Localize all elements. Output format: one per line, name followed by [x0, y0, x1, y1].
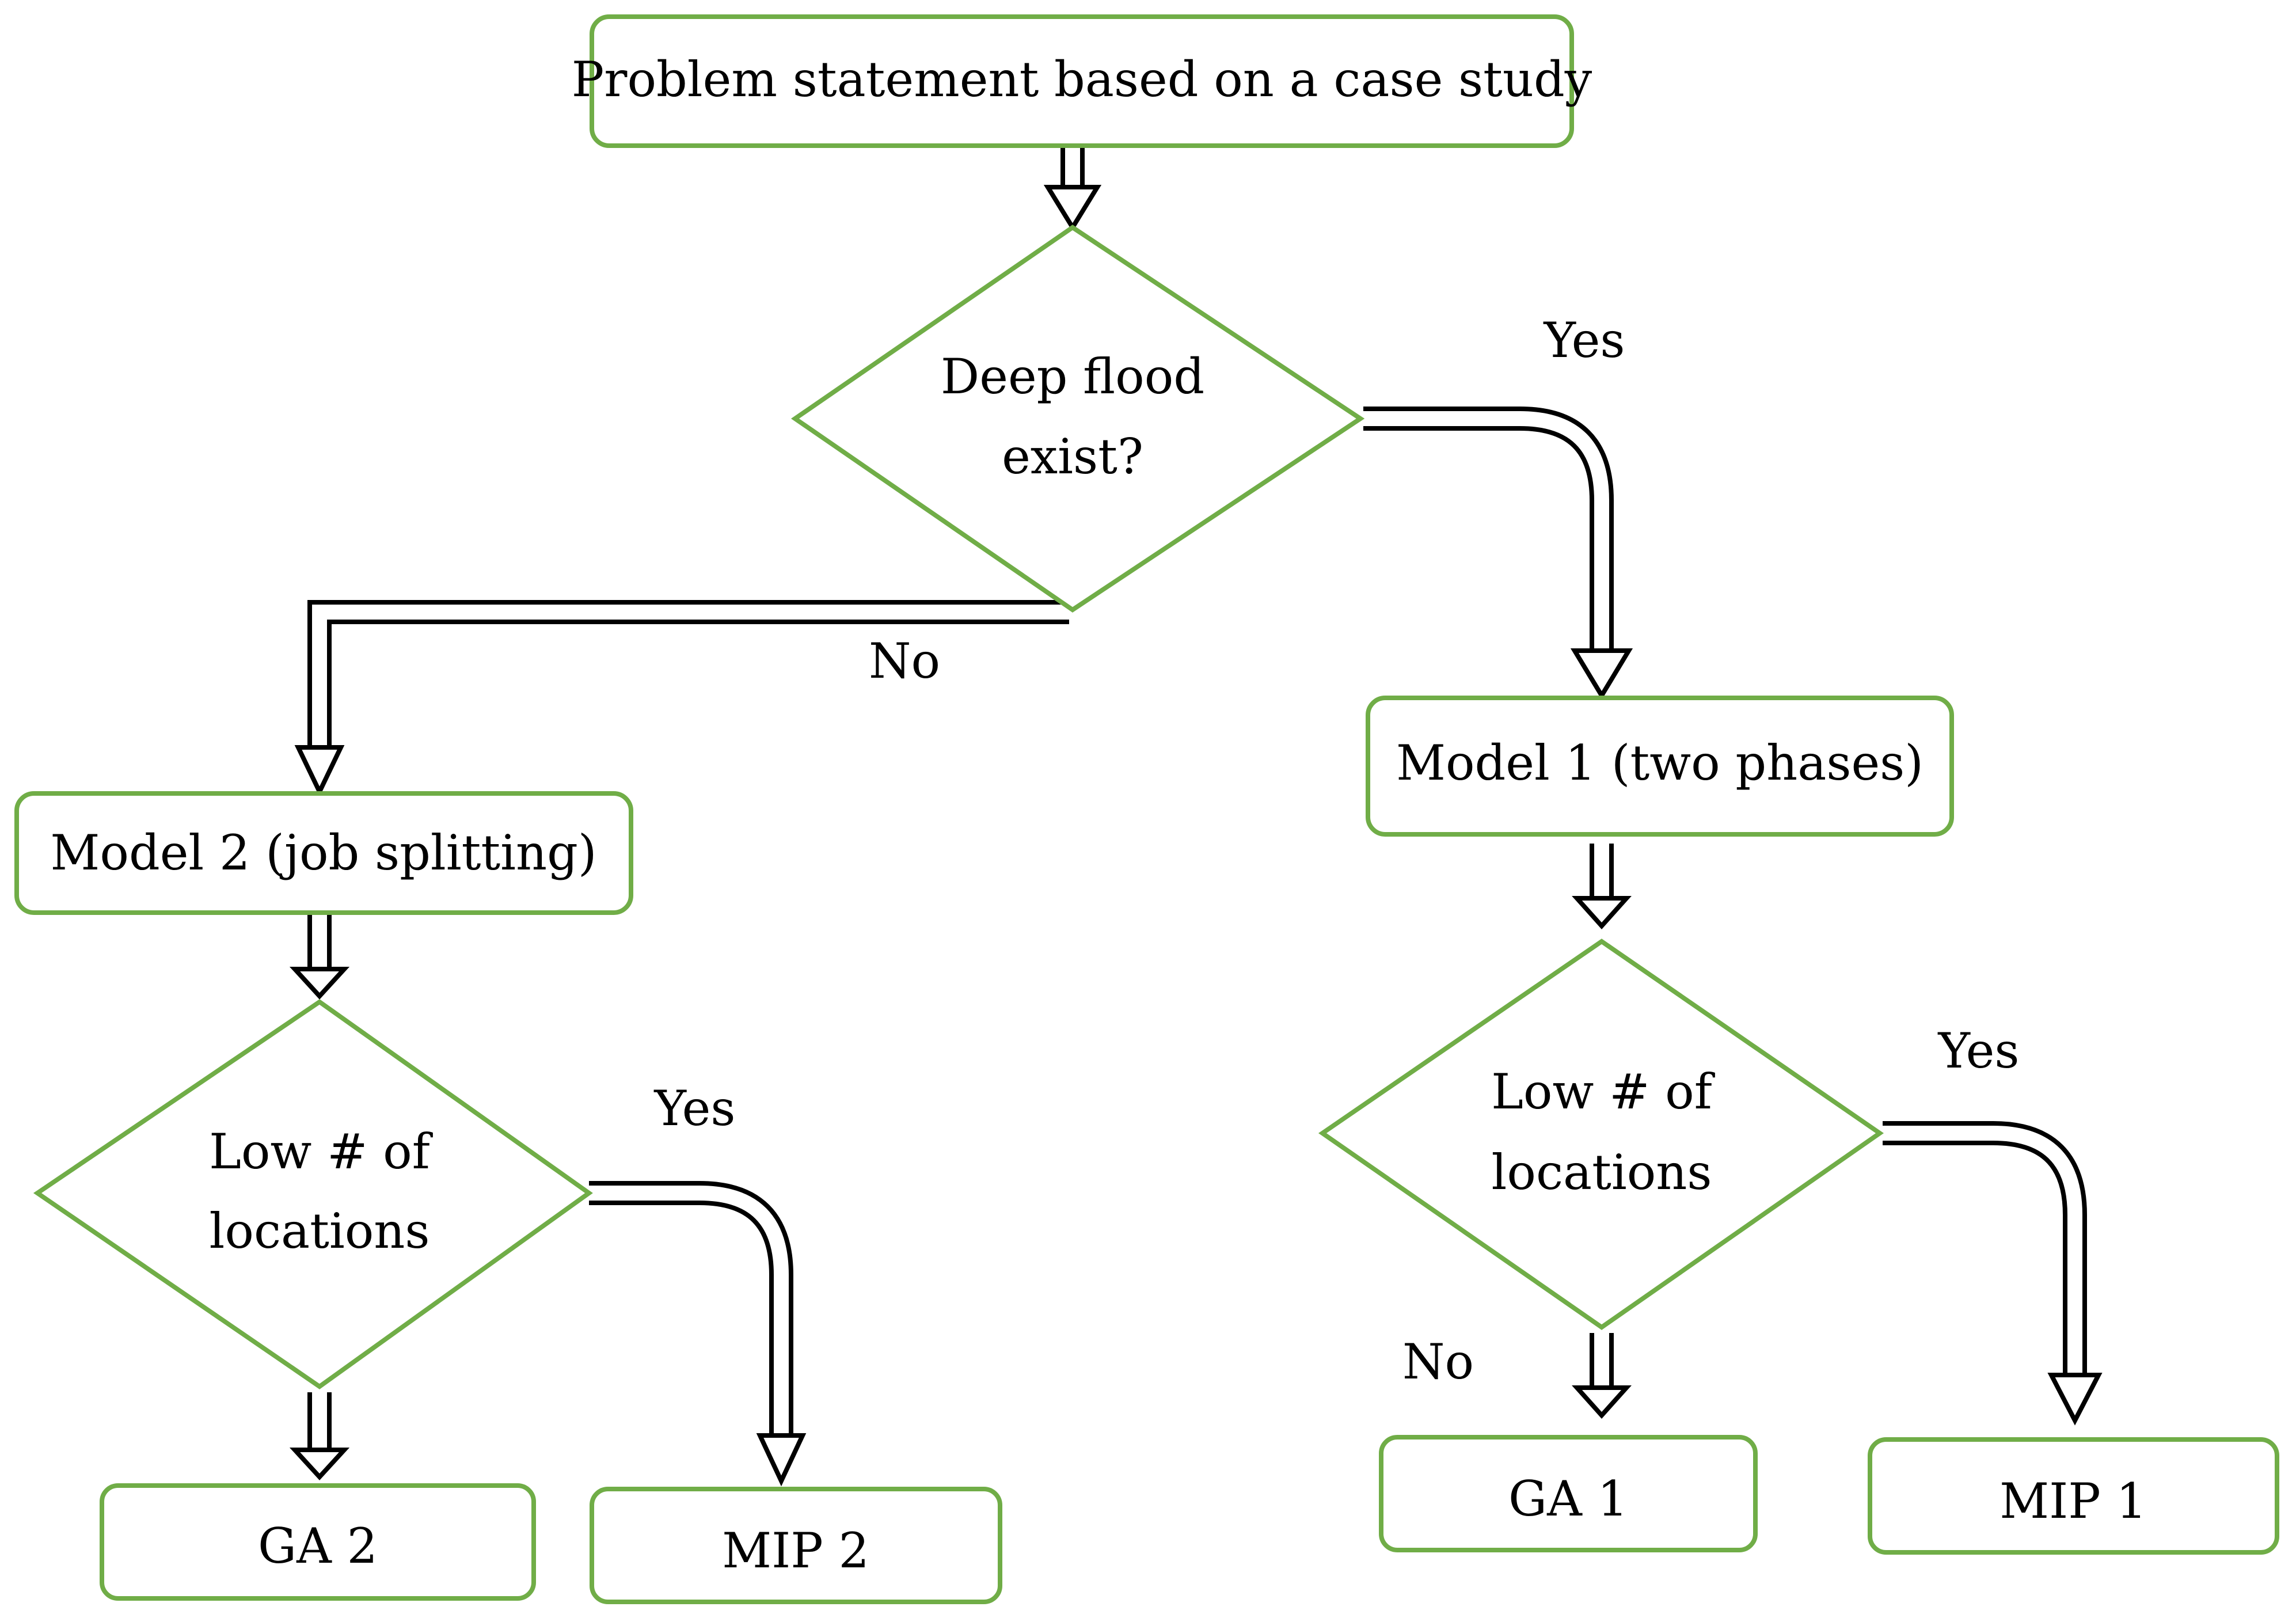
arrow-left-down-to-ga2: [289, 1390, 350, 1480]
ga-1-label: GA 1: [1508, 1471, 1628, 1527]
connectors: [289, 145, 2103, 1487]
node-model-2: Model 2 (job splitting): [14, 791, 633, 915]
node-mip-2: MIP 2: [590, 1487, 1002, 1604]
decision-deep-flood: Deep flood exist?: [790, 225, 1365, 613]
problem-statement-label: Problem statement based on a case study: [572, 51, 1592, 108]
edge-label-deep-flood-no: No: [869, 633, 940, 689]
arrow-right-no-to-ga1: [1572, 1331, 1632, 1419]
edge-label-right-no: No: [1402, 1334, 1474, 1390]
model-1-label: Model 1 (two phases): [1396, 735, 1924, 791]
deep-flood-label-line1: Deep flood: [941, 348, 1204, 405]
mip-1-label: MIP 1: [2000, 1473, 2147, 1529]
ga-2-label: GA 2: [258, 1518, 378, 1574]
mip-2-label: MIP 2: [722, 1522, 869, 1579]
decision-low-locations-right: Low # of locations: [1318, 939, 1884, 1330]
arrow-decision-no-to-model2: [294, 600, 1069, 797]
arrow-model2-to-decision-left: [289, 910, 350, 1000]
low-locations-left-line1: Low # of: [209, 1123, 434, 1180]
low-locations-right-line2: locations: [1492, 1144, 1712, 1201]
model-2-label: Model 2 (job splitting): [50, 825, 596, 881]
node-ga-2: GA 2: [100, 1483, 536, 1601]
edge-label-right-yes: Yes: [1938, 1023, 2020, 1079]
arrow-decision-yes-to-model1: [1363, 407, 1633, 700]
arrow-right-yes-to-mip1: [1883, 1121, 2103, 1426]
decision-low-locations-left: Low # of locations: [33, 999, 593, 1389]
low-locations-left-line2: locations: [210, 1203, 430, 1259]
node-mip-1: MIP 1: [1868, 1437, 2279, 1555]
edge-label-deep-flood-yes: Yes: [1544, 312, 1625, 369]
node-problem-statement: Problem statement based on a case study: [572, 14, 1592, 148]
arrow-problem-to-decision: [1043, 145, 1102, 232]
low-locations-right-line1: Low # of: [1491, 1064, 1716, 1120]
arrow-model1-to-decision-right: [1572, 841, 1632, 929]
edge-labels: Yes No Yes No Yes: [654, 312, 2020, 1390]
edge-label-left-yes: Yes: [654, 1080, 736, 1137]
deep-flood-label-line2: exist?: [1002, 428, 1143, 485]
arrow-left-yes-to-mip2: [589, 1181, 807, 1487]
node-model-1: Model 1 (two phases): [1366, 696, 1954, 837]
node-ga-1: GA 1: [1379, 1435, 1758, 1552]
